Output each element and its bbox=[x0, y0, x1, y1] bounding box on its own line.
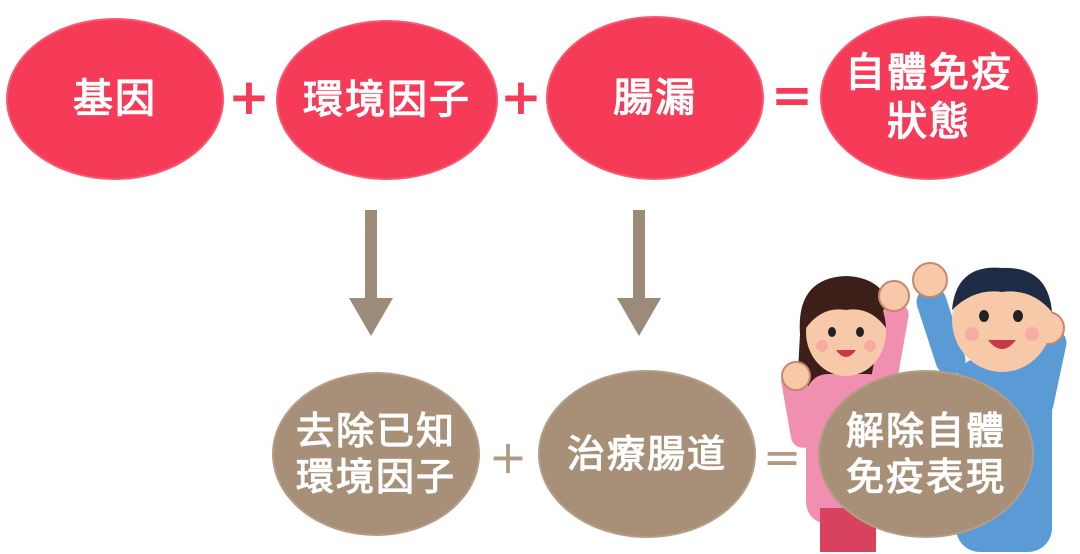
remove-environment-line1: 去除已知 bbox=[295, 407, 456, 453]
remove-environment-line2: 環境因子 bbox=[295, 454, 456, 499]
treat-gut-label: 治療腸道 bbox=[566, 430, 727, 476]
down-arrow-environment bbox=[349, 210, 393, 336]
autoimmune-state-line1: 自體免疫 bbox=[845, 49, 1013, 97]
environment-label: 環境因子 bbox=[303, 75, 471, 123]
remove-environment-bubble: 去除已知 環境因子 bbox=[274, 374, 478, 534]
genes-bubble: 基因 bbox=[8, 20, 222, 178]
environment-bubble: 環境因子 bbox=[278, 22, 496, 178]
leaky-gut-label: 腸漏 bbox=[613, 73, 697, 121]
plus-operator-2: + bbox=[500, 68, 542, 126]
equals-operator-bottom: = bbox=[762, 430, 802, 484]
autoimmune-state-line2: 狀態 bbox=[887, 98, 971, 145]
genes-label: 基因 bbox=[73, 74, 157, 122]
plus-operator-1: + bbox=[228, 68, 270, 126]
resolve-autoimmune-bubble: 解除自體 免疫表現 bbox=[820, 372, 1032, 536]
equals-operator-top: = bbox=[771, 66, 813, 124]
treat-gut-bubble: 治療腸道 bbox=[540, 372, 754, 536]
leaky-gut-bubble: 腸漏 bbox=[548, 18, 762, 178]
down-arrow-leaky-gut bbox=[617, 210, 661, 336]
resolve-autoimmune-line2: 免疫表現 bbox=[845, 454, 1006, 499]
autoimmune-state-bubble: 自體免疫 狀態 bbox=[822, 18, 1036, 178]
resolve-autoimmune-line1: 解除自體 bbox=[845, 407, 1006, 453]
plus-operator-bottom: + bbox=[488, 430, 528, 484]
